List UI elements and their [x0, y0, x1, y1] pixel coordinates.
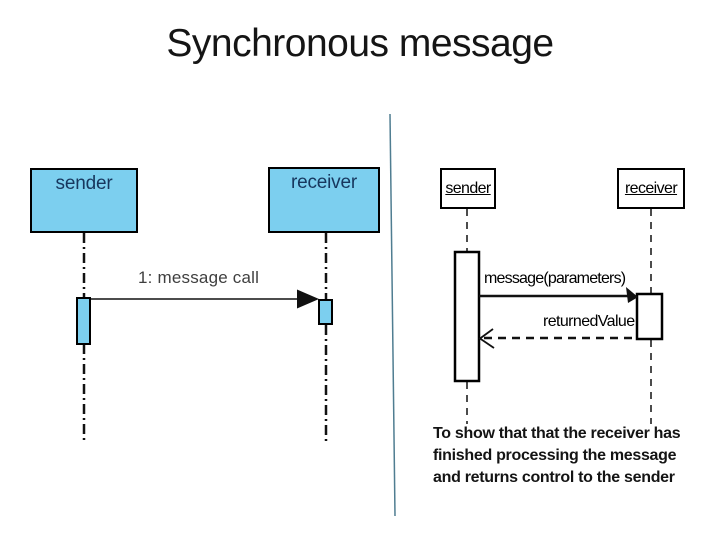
- left-sender-activation-bar: [76, 297, 91, 345]
- left-receiver-activation-bar: [318, 299, 333, 325]
- right-sender-label: sender: [445, 179, 491, 197]
- note-text-block: To show that that the receiver has finis…: [433, 423, 681, 489]
- right-sender-object-box: sender: [440, 168, 496, 209]
- right-return-label: returnedValue: [543, 313, 635, 330]
- separator-line: [389, 113, 396, 517]
- right-receiver-label: receiver: [624, 179, 678, 197]
- left-sender-object-box: sender: [30, 168, 138, 233]
- note-line-3: and returns control to the sender: [433, 469, 675, 486]
- slide-title: Synchronous message: [166, 22, 554, 65]
- right-message-arrowhead-icon: [626, 287, 638, 303]
- right-sender-activation-bar: [453, 250, 481, 383]
- right-receiver-activation-bar: [635, 292, 664, 341]
- left-message-label: 1: message call: [138, 268, 260, 287]
- right-return-arrowhead-icon: [478, 328, 495, 349]
- right-receiver-object-box: receiver: [617, 168, 685, 209]
- note-line-1: To show that that the receiver has: [433, 425, 681, 442]
- right-message-label: message(parameters): [484, 270, 626, 287]
- note-line-2: finished processing the message: [433, 447, 677, 464]
- left-receiver-label: receiver: [291, 172, 357, 193]
- left-receiver-object-box: receiver: [268, 167, 380, 233]
- left-message-arrowhead-icon: [297, 289, 319, 309]
- left-sender-label: sender: [55, 173, 113, 194]
